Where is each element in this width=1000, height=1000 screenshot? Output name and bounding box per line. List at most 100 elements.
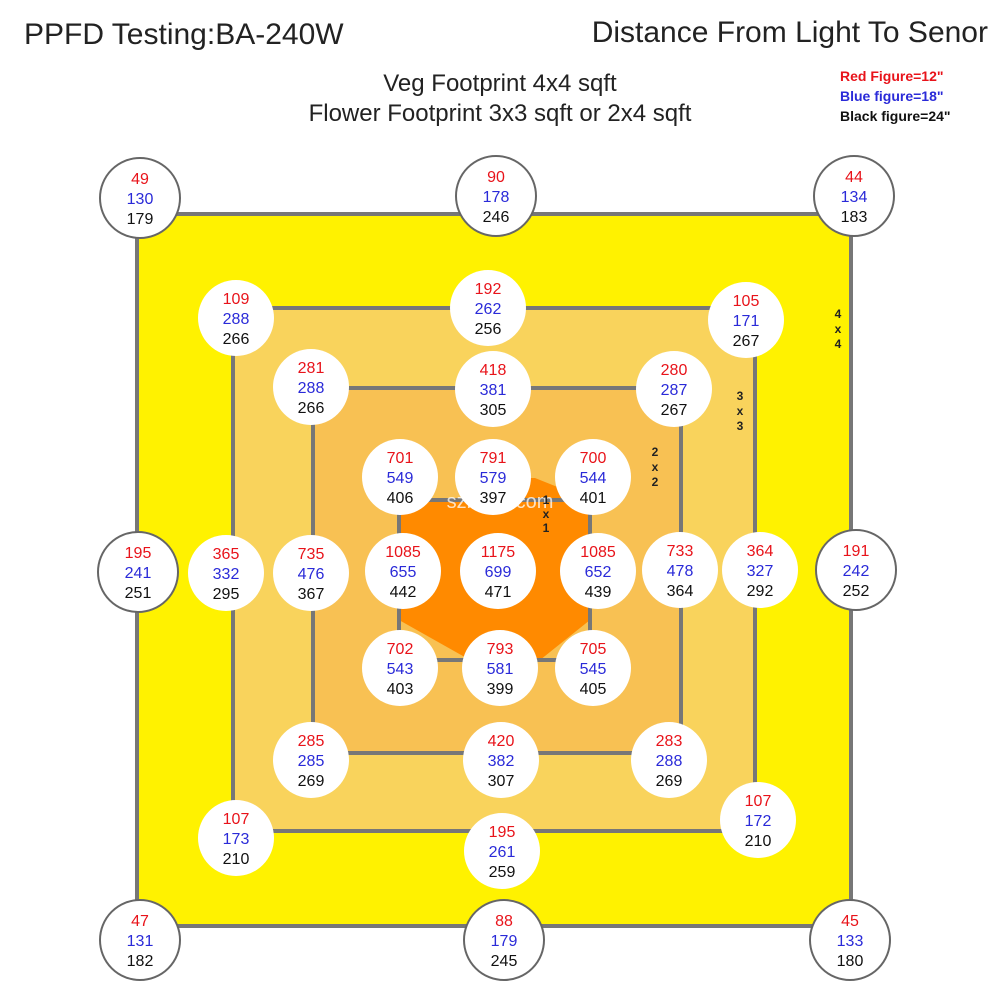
reading-node-circle [560, 533, 636, 609]
size-label-1x1-x: x [543, 507, 550, 521]
legend-blue-entry: Blue figure=18" [840, 88, 944, 104]
ppfd-value-24in: 267 [661, 402, 688, 419]
reading-node-circle [813, 155, 895, 237]
ppfd-value-12in: 791 [480, 450, 507, 467]
reading-node-circle [188, 535, 264, 611]
ppfd-value-12in: 364 [747, 543, 774, 560]
ppfd-value-12in: 733 [667, 543, 694, 560]
reading-node-circle [460, 533, 536, 609]
ppfd-value-12in: 735 [298, 546, 325, 563]
ppfd-value-24in: 401 [580, 490, 607, 507]
size-label-3x3-b: 3 [737, 419, 744, 433]
distance-title: Distance From Light To Senor [591, 16, 988, 49]
ppfd-value-18in: 655 [390, 564, 417, 581]
ppfd-value-18in: 544 [580, 470, 607, 487]
ppfd-value-24in: 292 [747, 583, 774, 600]
ppfd-value-12in: 280 [661, 362, 688, 379]
ppfd-value-24in: 307 [488, 773, 515, 790]
ppfd-value-18in: 133 [837, 933, 864, 950]
ppfd-value-12in: 109 [223, 291, 250, 308]
reading-node-circle [462, 630, 538, 706]
ppfd-value-18in: 131 [127, 933, 154, 950]
size-label-4x4-a: 4 [835, 307, 842, 321]
ppfd-value-12in: 195 [125, 545, 152, 562]
reading-node-circle [708, 282, 784, 358]
page-title: PPFD Testing:BA-240W [24, 18, 344, 51]
ppfd-value-18in: 241 [125, 565, 152, 582]
ppfd-value-24in: 295 [213, 586, 240, 603]
reading-node-circle [362, 439, 438, 515]
ppfd-value-12in: 44 [845, 169, 863, 186]
ppfd-value-24in: 399 [487, 681, 514, 698]
ppfd-value-18in: 545 [580, 661, 607, 678]
ppfd-value-18in: 543 [387, 661, 414, 678]
ppfd-value-24in: 269 [656, 773, 683, 790]
ppfd-value-12in: 47 [131, 913, 149, 930]
ppfd-value-12in: 420 [488, 733, 515, 750]
reading-node-circle [455, 439, 531, 515]
ppfd-value-18in: 287 [661, 382, 688, 399]
reading-node-circle [450, 270, 526, 346]
ppfd-value-18in: 549 [387, 470, 414, 487]
size-label-2x2-a: 2 [652, 445, 659, 459]
ppfd-value-12in: 285 [298, 733, 325, 750]
ppfd-value-24in: 259 [489, 864, 516, 881]
ppfd-value-12in: 281 [298, 360, 325, 377]
reading-node-circle [198, 280, 274, 356]
reading-node-circle [555, 439, 631, 515]
ppfd-value-18in: 261 [489, 844, 516, 861]
reading-node-circle [636, 351, 712, 427]
ppfd-value-24in: 210 [223, 851, 250, 868]
ppfd-value-18in: 134 [841, 189, 868, 206]
ppfd-value-24in: 180 [837, 953, 864, 970]
ppfd-value-24in: 179 [127, 211, 154, 228]
reading-node-circle [464, 813, 540, 889]
ppfd-value-12in: 107 [223, 811, 250, 828]
ppfd-value-18in: 242 [843, 563, 870, 580]
ppfd-value-24in: 405 [580, 681, 607, 698]
reading-node-circle [815, 529, 897, 611]
reading-node-circle [642, 532, 718, 608]
ppfd-value-12in: 1085 [385, 544, 421, 561]
reading-node-circle [273, 722, 349, 798]
ppfd-value-24in: 439 [585, 584, 612, 601]
flower-footprint-label: Flower Footprint 3x3 sqft or 2x4 sqft [308, 100, 692, 127]
ppfd-value-24in: 364 [667, 583, 694, 600]
reading-node-circle [273, 349, 349, 425]
size-label-2x2-b: 2 [652, 475, 659, 489]
ppfd-value-18in: 581 [487, 661, 514, 678]
ppfd-value-12in: 107 [745, 793, 772, 810]
ppfd-value-24in: 305 [480, 402, 507, 419]
ppfd-value-12in: 701 [387, 450, 414, 467]
reading-node-circle [555, 630, 631, 706]
size-label-4x4: 4 x 4 [835, 307, 842, 351]
ppfd-value-18in: 382 [488, 753, 515, 770]
reading-node-circle [631, 722, 707, 798]
ppfd-value-24in: 442 [390, 584, 417, 601]
ppfd-value-24in: 245 [491, 953, 518, 970]
ppfd-value-12in: 1175 [481, 544, 516, 561]
reading-node-circle [273, 535, 349, 611]
reading-node-circle [722, 532, 798, 608]
ppfd-value-18in: 327 [747, 563, 774, 580]
ppfd-value-24in: 267 [733, 333, 760, 350]
size-label-4x4-b: 4 [835, 337, 842, 351]
ppfd-value-18in: 476 [298, 566, 325, 583]
